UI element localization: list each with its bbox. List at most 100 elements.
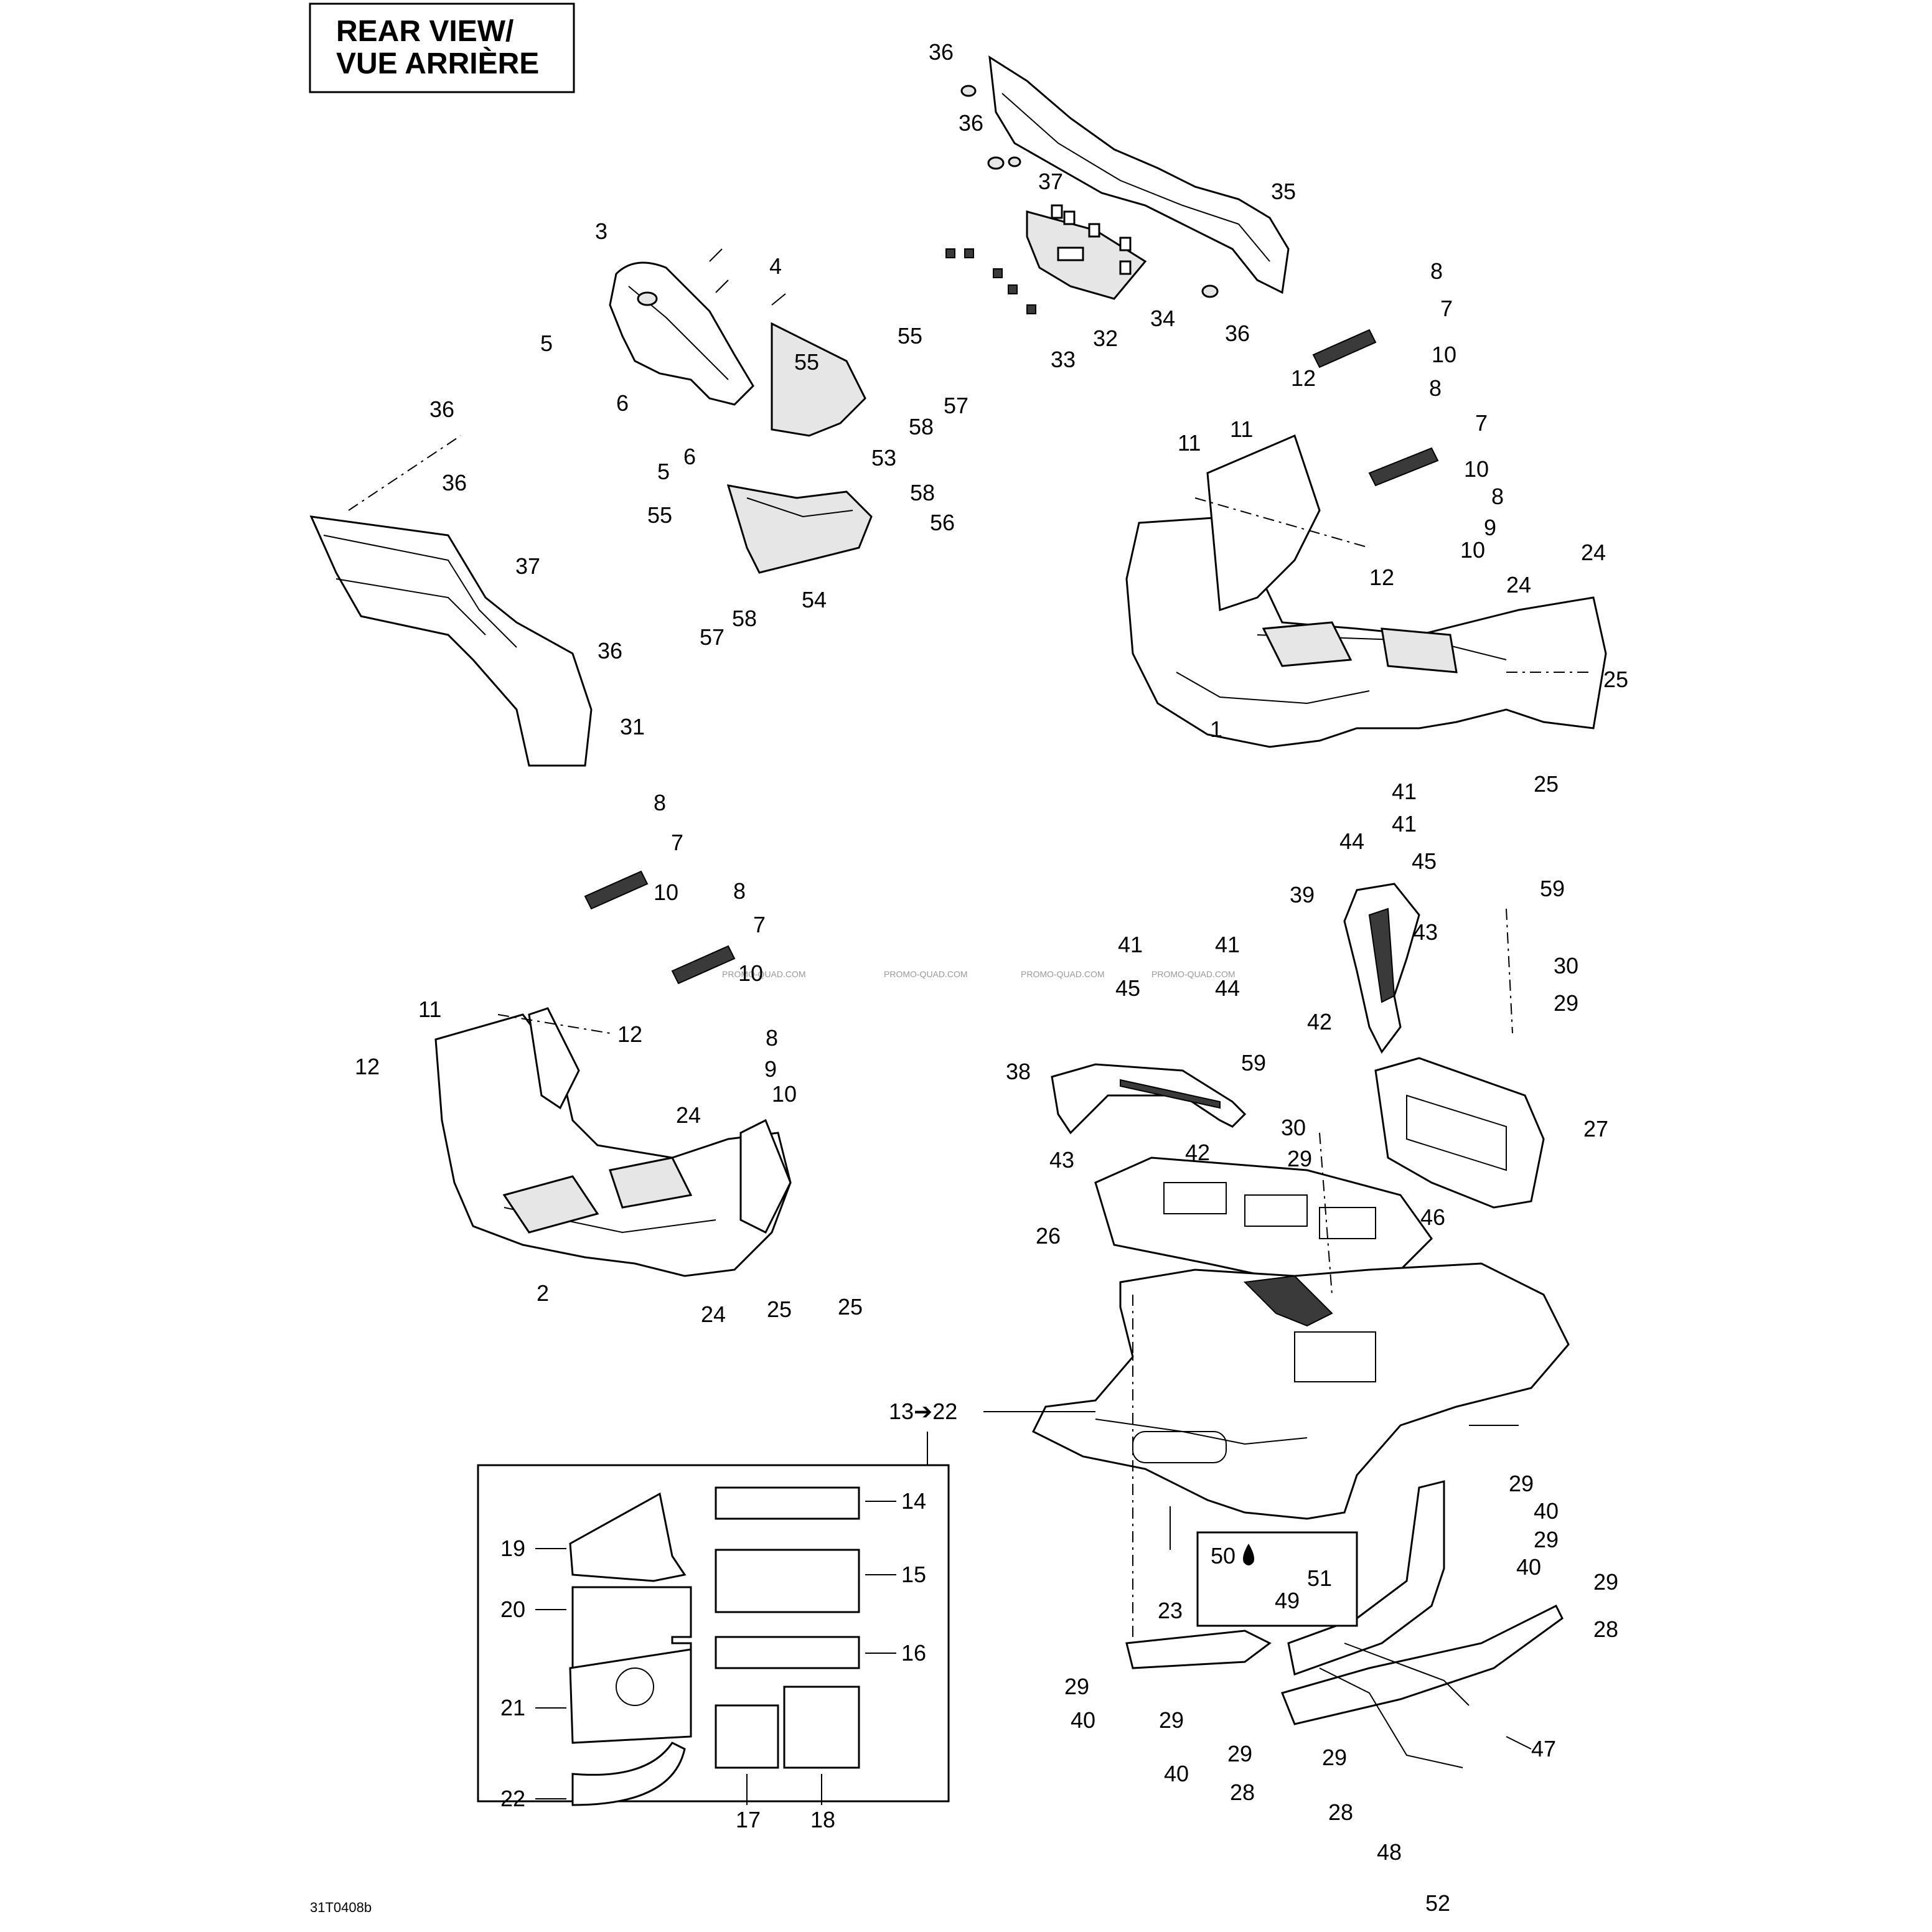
callout-37-b: 37 (515, 553, 540, 579)
callout-25-a: 25 (1603, 667, 1628, 692)
callout-41-a: 41 (1392, 779, 1417, 804)
view-label-box: REAR VIEW/ VUE ARRIÈRE (309, 2, 575, 93)
callout-33: 33 (1051, 347, 1076, 372)
watermark-2: PROMO-QUAD.COM (884, 969, 968, 979)
callout-18: 18 (810, 1807, 835, 1832)
callout-14: 14 (901, 1488, 926, 1514)
callout-36-a: 36 (929, 39, 954, 65)
footrest-grates-1 (1262, 621, 1458, 673)
callout-58-a: 58 (909, 414, 934, 439)
callout-29-b: 29 (1287, 1146, 1312, 1171)
callout-9-a: 9 (1484, 515, 1496, 540)
callout-12-b: 12 (1369, 565, 1394, 590)
callout-10-f: 10 (772, 1081, 797, 1107)
callout-8-b: 8 (1429, 375, 1442, 401)
callout-8-d: 8 (654, 790, 666, 815)
callout-40-b: 40 (1516, 1554, 1541, 1580)
callout-21: 21 (500, 1695, 525, 1720)
watermark-3: PROMO-QUAD.COM (1021, 969, 1105, 979)
callout-39: 39 (1290, 882, 1315, 907)
callout-28-c: 28 (1328, 1799, 1353, 1825)
callout-40-d: 40 (1164, 1761, 1189, 1786)
part-39-handle (1343, 883, 1420, 1054)
drawing-number: 31T0408b (310, 1900, 372, 1915)
callout-52: 52 (1425, 1890, 1450, 1916)
callout-49: 49 (1275, 1588, 1300, 1613)
explode-lines (348, 435, 1593, 1643)
callout-31: 31 (620, 714, 645, 739)
lube-callout: 50 (1211, 1543, 1236, 1569)
lube-box: 50 (1196, 1531, 1358, 1627)
callout-29-a: 29 (1554, 990, 1578, 1016)
callout-29-h: 29 (1227, 1741, 1252, 1766)
callout-57-b: 57 (700, 624, 724, 650)
callout-5-a: 5 (540, 331, 553, 356)
decal-21 (569, 1648, 692, 1744)
callout-59-a: 59 (1540, 876, 1565, 901)
nuts-36-37-top (960, 85, 1219, 298)
screws-4 (709, 248, 786, 306)
callout-55-b: 55 (794, 349, 819, 375)
callout-58-b: 58 (910, 480, 935, 505)
callout-24-a: 24 (1581, 540, 1606, 565)
callout-38: 38 (1006, 1059, 1031, 1084)
callout-28-a: 28 (1593, 1616, 1618, 1642)
callout-25-b: 25 (1534, 771, 1559, 797)
callout-41-b: 41 (1392, 811, 1417, 837)
part-2-body (434, 1007, 792, 1277)
callout-range-13-22: 13➔22 (889, 1399, 957, 1424)
part-34-labels (1051, 204, 1132, 275)
callout-45-a: 45 (1412, 848, 1437, 874)
part-3-bracket (609, 261, 754, 406)
part-31-side-panel (309, 515, 593, 767)
decal-18 (783, 1686, 860, 1769)
callout-44-b: 44 (1215, 975, 1240, 1001)
callout-10-c: 10 (1460, 537, 1485, 563)
callout-27: 27 (1583, 1116, 1608, 1142)
callout-11-c: 11 (418, 996, 441, 1022)
callout-57-a: 57 (944, 393, 968, 418)
callout-11-b: 11 (1230, 416, 1253, 442)
callout-37-a: 37 (1038, 169, 1063, 194)
callout-6-b: 6 (683, 444, 696, 469)
callout-12-c: 12 (617, 1021, 642, 1047)
callout-28-b: 28 (1230, 1780, 1255, 1805)
callout-40-c: 40 (1071, 1707, 1095, 1733)
callout-24-b: 24 (1506, 572, 1531, 598)
callout-7-d: 7 (753, 912, 766, 937)
callout-54: 54 (802, 587, 827, 612)
leader-lines (535, 1411, 1532, 1805)
callout-42-b: 42 (1185, 1140, 1210, 1165)
callout-36-f: 36 (598, 638, 622, 664)
callout-16: 16 (901, 1640, 926, 1666)
callout-36-c: 36 (1225, 321, 1250, 346)
view-label-line2: VUE ARRIÈRE (336, 47, 539, 80)
callouts: 36 36 37 35 34 32 33 36 3 4 5 6 6 5 55 5… (355, 39, 1628, 1916)
callout-43-b: 43 (1049, 1147, 1074, 1173)
callout-41-d: 41 (1215, 932, 1240, 957)
part-33-clips (945, 248, 1036, 314)
callout-40-a: 40 (1534, 1498, 1559, 1524)
callout-7-b: 7 (1475, 410, 1488, 436)
callout-7-c: 7 (671, 830, 683, 855)
callout-41-c: 41 (1118, 932, 1143, 957)
callout-6-a: 6 (616, 390, 629, 416)
callout-51: 51 (1307, 1565, 1332, 1591)
callout-23: 23 (1158, 1598, 1183, 1623)
callout-5-b: 5 (657, 459, 670, 484)
callout-11-a: 11 (1178, 430, 1201, 456)
callout-25-c: 25 (767, 1297, 792, 1322)
callout-45-b: 45 (1115, 975, 1140, 1001)
callout-26: 26 (1036, 1223, 1061, 1249)
callout-3: 3 (595, 218, 607, 244)
bars-7 (584, 329, 1439, 985)
decal-16 (715, 1636, 860, 1669)
callout-29-f: 29 (1064, 1674, 1089, 1699)
callout-10-e: 10 (738, 960, 763, 986)
callout-4: 4 (769, 253, 782, 279)
callout-10-d: 10 (654, 879, 678, 905)
callout-35: 35 (1271, 179, 1296, 204)
callout-9-b: 9 (764, 1056, 777, 1082)
decal-15 (715, 1549, 860, 1613)
